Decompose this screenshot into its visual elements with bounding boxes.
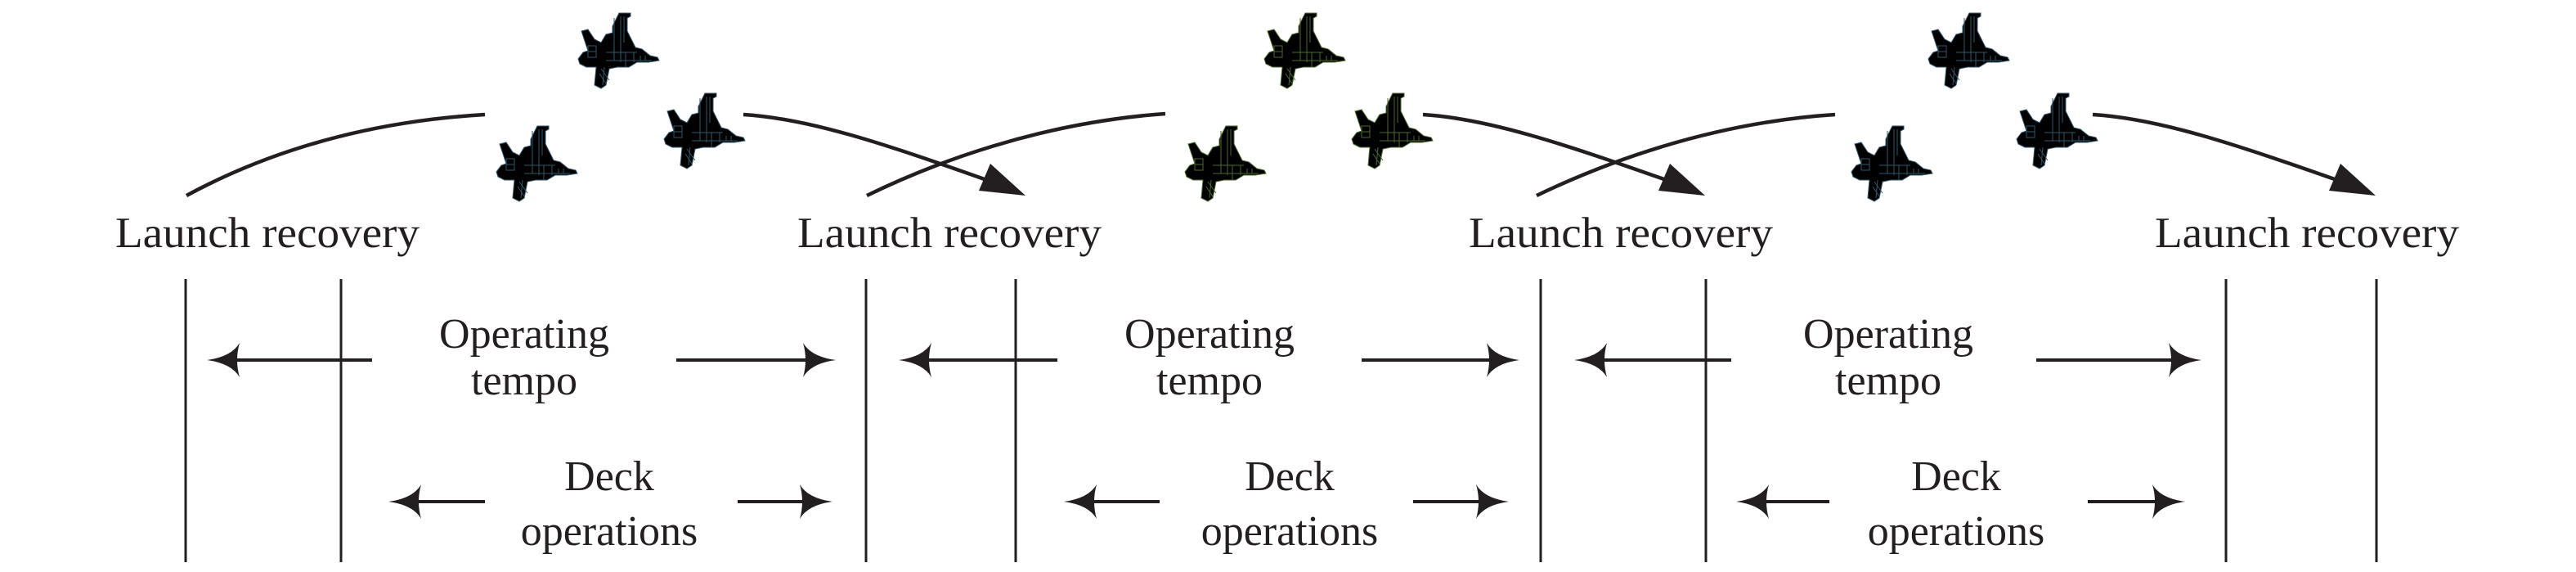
operating-tempo-left-arrowhead bbox=[207, 343, 240, 377]
jet-wave-2 bbox=[1184, 12, 1434, 202]
deck-operations-label-line1: Deck bbox=[1245, 453, 1335, 500]
flight-paths bbox=[185, 111, 2376, 198]
operating-tempo-label-line1: Operating bbox=[1803, 311, 1973, 358]
fighter-jet-icon bbox=[1928, 12, 2010, 89]
fighter-jet-icon bbox=[1184, 125, 1267, 202]
fighter-jet-icon bbox=[2016, 92, 2098, 169]
operating-tempo-right-arrowhead bbox=[803, 343, 836, 377]
aircraft-layer bbox=[496, 12, 2098, 202]
fighter-jet-icon bbox=[577, 12, 660, 89]
launch-recovery-label: Launch recovery bbox=[797, 209, 1102, 257]
cycle-labels: Launch recovery Launch recovery Launch rec… bbox=[115, 209, 2460, 257]
deck-operations-label-line1: Deck bbox=[564, 453, 654, 500]
deck-operations-label-line2: operations bbox=[1868, 508, 2045, 555]
launch-recovery-label: Launch recovery bbox=[2155, 209, 2460, 257]
recovery-arrowhead bbox=[979, 164, 1025, 196]
recovery-flight-path bbox=[2092, 112, 2345, 185]
deck-operations-label-line1: Deck bbox=[1911, 453, 2001, 500]
operating-tempo-label-line2: tempo bbox=[471, 358, 577, 404]
deck-operations-left-arrowhead bbox=[388, 484, 421, 519]
operating-tempo-left-arrowhead bbox=[899, 343, 931, 377]
deck-operations-right-arrowhead bbox=[800, 484, 832, 519]
recovery-flight-path bbox=[743, 112, 994, 185]
launch-flight-path bbox=[866, 111, 1166, 198]
fighter-jet-icon bbox=[1263, 12, 1346, 89]
deck-operations-left-arrowhead bbox=[1064, 484, 1097, 519]
deck-operations-left-arrowhead bbox=[1736, 484, 1769, 519]
fighter-jet-icon bbox=[663, 92, 746, 169]
jet-wave-1 bbox=[496, 12, 746, 202]
launch-recovery-label: Launch recovery bbox=[115, 209, 420, 257]
timeline: OperatingtempoDeckoperationsOperatingtem… bbox=[184, 279, 2378, 562]
launch-flight-path bbox=[185, 112, 486, 197]
recovery-arrowhead bbox=[1658, 164, 1705, 196]
operating-tempo-label-line1: Operating bbox=[439, 311, 609, 358]
fighter-jet-icon bbox=[1351, 92, 1434, 169]
launch-flight-path bbox=[1536, 112, 1836, 198]
operating-tempo-label-line1: Operating bbox=[1124, 311, 1295, 358]
launch-recovery-label: Launch recovery bbox=[1469, 209, 1774, 257]
operating-tempo-label-line2: tempo bbox=[1835, 358, 1941, 404]
deck-operations-label-line2: operations bbox=[521, 508, 698, 555]
jet-wave-3 bbox=[1851, 12, 2098, 202]
deck-operations-right-arrowhead bbox=[2152, 484, 2185, 519]
recovery-arrowhead bbox=[2329, 164, 2376, 196]
operating-tempo-right-arrowhead bbox=[1487, 343, 1519, 377]
deck-operations-right-arrowhead bbox=[1476, 484, 1509, 519]
deck-operations-label-line2: operations bbox=[1201, 508, 1379, 555]
fighter-jet-icon bbox=[496, 125, 578, 202]
fighter-jet-icon bbox=[1851, 125, 1933, 202]
operating-tempo-left-arrowhead bbox=[1574, 343, 1607, 377]
operating-tempo-label-line2: tempo bbox=[1156, 358, 1263, 404]
operating-tempo-right-arrowhead bbox=[2169, 343, 2201, 377]
recovery-flight-path bbox=[1422, 112, 1674, 185]
